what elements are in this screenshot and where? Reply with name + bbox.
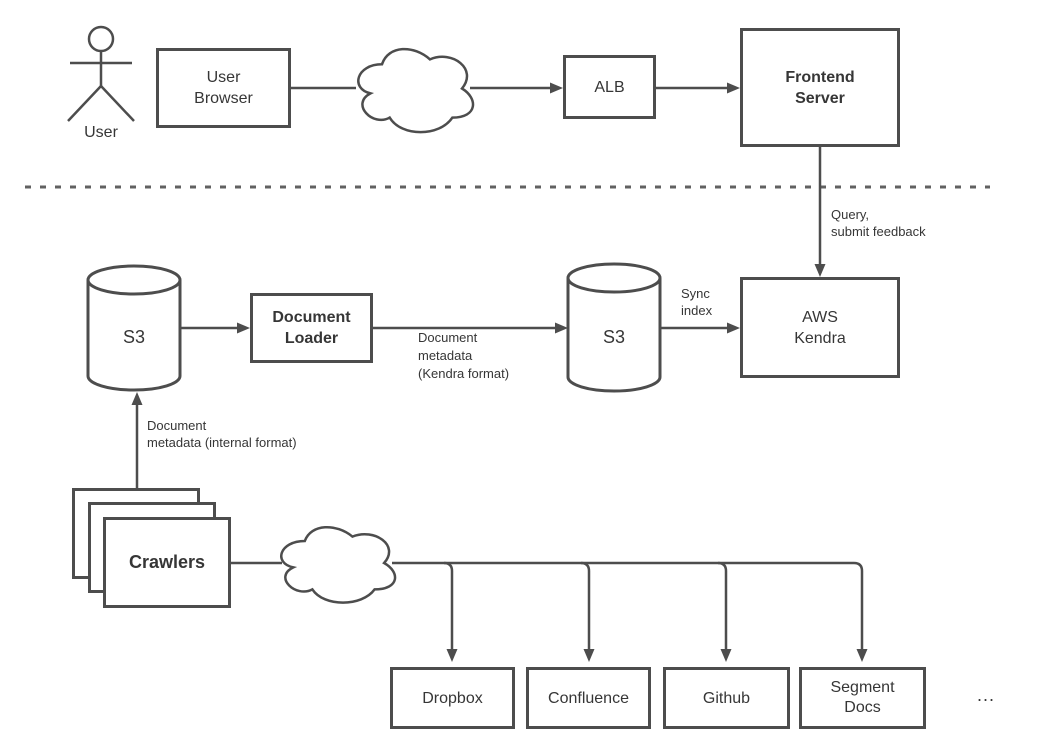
doc-metadata-kendra-edge-label: Document metadata (Kendra format) <box>418 330 510 381</box>
s3-right-label: S3 <box>602 326 626 347</box>
arrow-s3-left-to-document-loader <box>180 322 250 334</box>
sync-index-edge-label: Sync index <box>681 286 713 318</box>
document-loader-node: Document Loader <box>250 293 373 363</box>
user-actor-icon <box>67 25 135 122</box>
arrow-frontend-server-to-kendra <box>814 147 826 277</box>
arrow-branch-to-github <box>717 561 732 662</box>
confluence-node: Confluence <box>526 667 651 729</box>
alb-node: ALB <box>563 55 656 119</box>
arrow-crawlers-to-s3-left <box>131 392 143 489</box>
crawlers-label: Crawlers <box>128 552 206 572</box>
arrow-branch-to-confluence <box>580 561 595 662</box>
frontend-server-node: Frontend Server <box>740 28 900 147</box>
doc-metadata-internal-edge-label: Document metadata (internal format) <box>147 418 297 450</box>
crawlers-node <box>103 517 231 608</box>
segment-docs-node: Segment Docs <box>799 667 926 729</box>
user-browser-node: User Browser <box>156 48 291 128</box>
arrow-cloud-to-alb <box>470 82 563 94</box>
s3-bucket-right <box>566 262 662 393</box>
aws-kendra-node: AWS Kendra <box>740 277 900 378</box>
arrow-document-loader-to-s3-right <box>373 322 568 334</box>
arrow-alb-to-frontend-server <box>656 82 740 94</box>
more-sources-ellipsis: ... <box>976 684 995 705</box>
arrow-branch-to-dropbox <box>443 561 458 662</box>
internet-cloud-bottom <box>280 525 397 604</box>
arrow-s3-right-to-kendra <box>660 322 740 334</box>
s3-bucket-left <box>86 264 182 392</box>
s3-left-label: S3 <box>122 326 146 347</box>
internet-cloud-top <box>357 47 475 134</box>
connector-cloud-to-sources-trunk <box>392 561 868 662</box>
github-node: Github <box>663 667 790 729</box>
user-actor-label: User <box>84 124 118 141</box>
query-feedback-edge-label: Query, submit feedback <box>831 207 926 239</box>
dropbox-node: Dropbox <box>390 667 515 729</box>
